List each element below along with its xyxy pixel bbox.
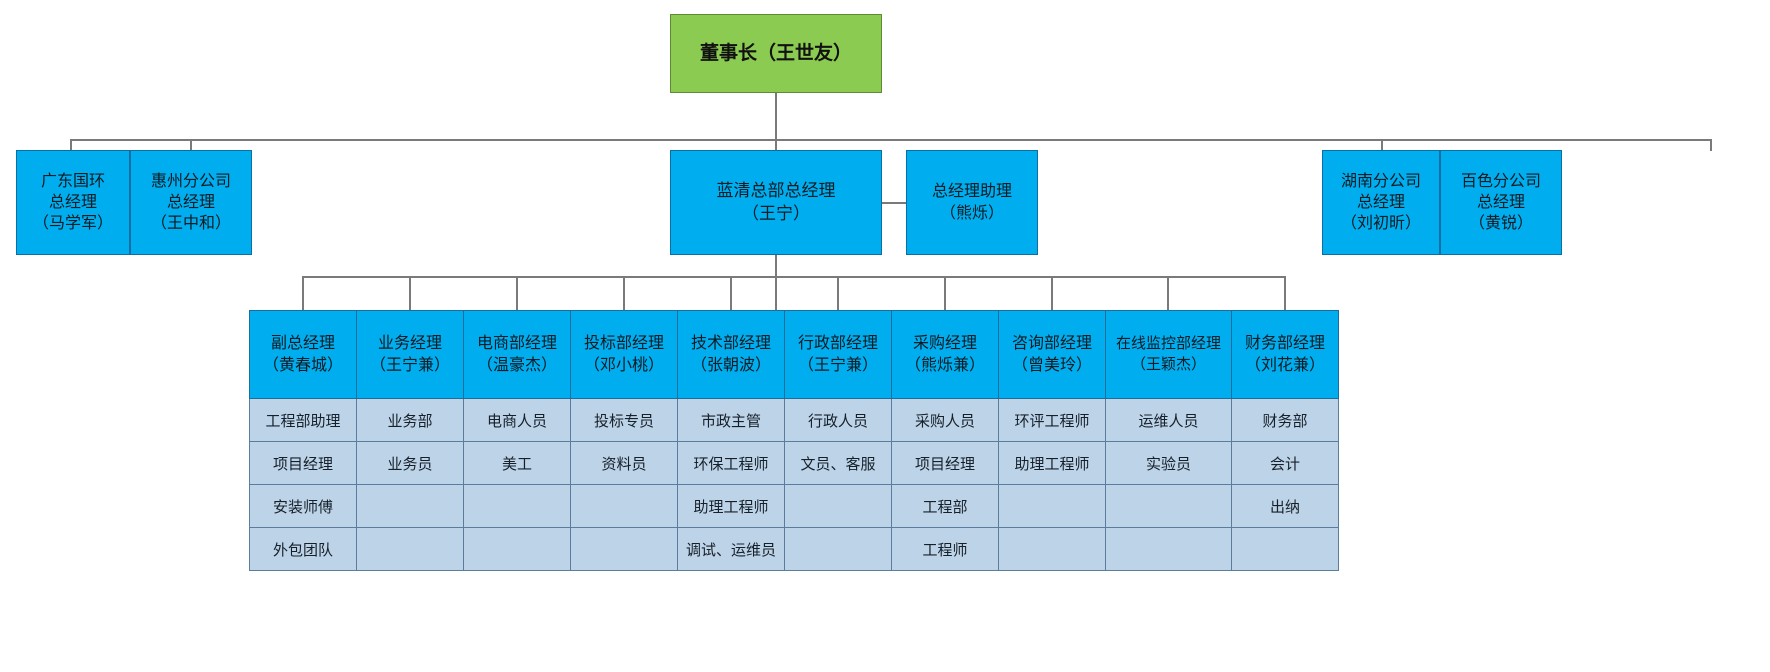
staff-cell: 助理工程师 xyxy=(677,484,785,528)
staff-cell: 电商人员 xyxy=(463,398,571,442)
connector-hq-drop xyxy=(775,255,777,310)
staff-cell: 资料员 xyxy=(570,441,678,485)
connector-drop-dept-5 xyxy=(730,276,732,310)
staff-cell-empty xyxy=(998,527,1106,571)
connector-drop-dept-6 xyxy=(837,276,839,310)
staff-cell: 业务部 xyxy=(356,398,464,442)
connector-drop-dept-2 xyxy=(409,276,411,310)
dept-header-online-monitoring[interactable]: 在线监控部经理 （王颖杰） xyxy=(1105,310,1232,399)
staff-cell-empty xyxy=(784,484,892,528)
connector-drop-dept-4 xyxy=(623,276,625,310)
dept-header-technical[interactable]: 技术部经理 （张朝波） xyxy=(677,310,785,399)
staff-cell: 工程部 xyxy=(891,484,999,528)
staff-cell-empty xyxy=(356,527,464,571)
staff-cell: 工程部助理 xyxy=(249,398,357,442)
connector-drop-dept-10 xyxy=(1284,276,1286,310)
staff-cell: 环评工程师 xyxy=(998,398,1106,442)
node-headquarters-gm[interactable]: 蓝清总部总经理 （王宁） xyxy=(670,150,882,255)
table-row: 外包团队 调试、运维员 工程师 xyxy=(249,527,1339,571)
dept-header-ecommerce[interactable]: 电商部经理 （温豪杰） xyxy=(463,310,571,399)
connector-drop-baise xyxy=(1710,139,1712,151)
staff-cell: 财务部 xyxy=(1231,398,1339,442)
staff-cell: 外包团队 xyxy=(249,527,357,571)
staff-cell-empty xyxy=(1231,527,1339,571)
dept-header-finance[interactable]: 财务部经理 （刘花兼） xyxy=(1231,310,1339,399)
connector-drop-headquarters xyxy=(775,139,777,151)
staff-cell-empty xyxy=(356,484,464,528)
staff-cell: 环保工程师 xyxy=(677,441,785,485)
staff-cell: 美工 xyxy=(463,441,571,485)
node-chairman[interactable]: 董事长（王世友） xyxy=(670,14,882,93)
table-row: 工程部助理 业务部 电商人员 投标专员 市政主管 行政人员 采购人员 环评工程师… xyxy=(249,398,1339,442)
staff-cell: 文员、客服 xyxy=(784,441,892,485)
connector-drop-hunan xyxy=(1381,139,1383,151)
staff-cell-empty xyxy=(784,527,892,571)
connector-bus-level1 xyxy=(70,139,1712,141)
dept-header-bidding[interactable]: 投标部经理 （邓小桃） xyxy=(570,310,678,399)
dept-header-vice-gm[interactable]: 副总经理 （黄春城） xyxy=(249,310,357,399)
staff-cell: 出纳 xyxy=(1231,484,1339,528)
staff-cell: 项目经理 xyxy=(891,441,999,485)
staff-cell: 业务员 xyxy=(356,441,464,485)
dept-header-administration[interactable]: 行政部经理 （王宁兼） xyxy=(784,310,892,399)
staff-cell: 实验员 xyxy=(1105,441,1232,485)
staff-cell: 调试、运维员 xyxy=(677,527,785,571)
staff-cell: 投标专员 xyxy=(570,398,678,442)
staff-cell-empty xyxy=(570,484,678,528)
staff-cell: 采购人员 xyxy=(891,398,999,442)
dept-header-business[interactable]: 业务经理 （王宁兼） xyxy=(356,310,464,399)
table-row: 安装师傅 助理工程师 工程部 出纳 xyxy=(249,484,1339,528)
connector-chairman-drop xyxy=(775,93,777,140)
departments-table: 副总经理 （黄春城） 业务经理 （王宁兼） 电商部经理 （温豪杰） 投标部经理 … xyxy=(249,310,1339,571)
connector-drop-dept-3 xyxy=(516,276,518,310)
staff-cell: 行政人员 xyxy=(784,398,892,442)
staff-cell: 项目经理 xyxy=(249,441,357,485)
connector-drop-dept-8 xyxy=(1051,276,1053,310)
node-branch-huizhou[interactable]: 惠州分公司 总经理 （王中和） xyxy=(130,150,252,255)
connector-drop-dept-1 xyxy=(302,276,304,310)
staff-cell-empty xyxy=(463,484,571,528)
connector-hq-assistant xyxy=(882,202,906,204)
table-row: 项目经理 业务员 美工 资料员 环保工程师 文员、客服 项目经理 助理工程师 实… xyxy=(249,441,1339,485)
staff-cell: 会计 xyxy=(1231,441,1339,485)
staff-cell-empty xyxy=(463,527,571,571)
staff-cell-empty xyxy=(570,527,678,571)
staff-cell: 市政主管 xyxy=(677,398,785,442)
staff-cell: 工程师 xyxy=(891,527,999,571)
staff-cell: 运维人员 xyxy=(1105,398,1232,442)
connector-drop-huizhou xyxy=(190,139,192,151)
node-branch-baise[interactable]: 百色分公司 总经理 （黄锐） xyxy=(1440,150,1562,255)
staff-cell-empty xyxy=(998,484,1106,528)
staff-cell: 助理工程师 xyxy=(998,441,1106,485)
connector-bus-departments xyxy=(302,276,1284,278)
dept-header-procurement[interactable]: 采购经理 （熊烁兼） xyxy=(891,310,999,399)
departments-header-row: 副总经理 （黄春城） 业务经理 （王宁兼） 电商部经理 （温豪杰） 投标部经理 … xyxy=(249,310,1339,399)
staff-cell: 安装师傅 xyxy=(249,484,357,528)
staff-cell-empty xyxy=(1105,484,1232,528)
connector-drop-dept-7 xyxy=(944,276,946,310)
dept-header-consulting[interactable]: 咨询部经理 （曾美玲） xyxy=(998,310,1106,399)
node-branch-hunan[interactable]: 湖南分公司 总经理 （刘初昕） xyxy=(1322,150,1440,255)
connector-drop-dept-9 xyxy=(1167,276,1169,310)
node-branch-guangdong[interactable]: 广东国环 总经理 （马学军） xyxy=(16,150,130,255)
node-gm-assistant[interactable]: 总经理助理 （熊烁） xyxy=(906,150,1038,255)
connector-drop-guangdong xyxy=(70,139,72,151)
staff-cell-empty xyxy=(1105,527,1232,571)
